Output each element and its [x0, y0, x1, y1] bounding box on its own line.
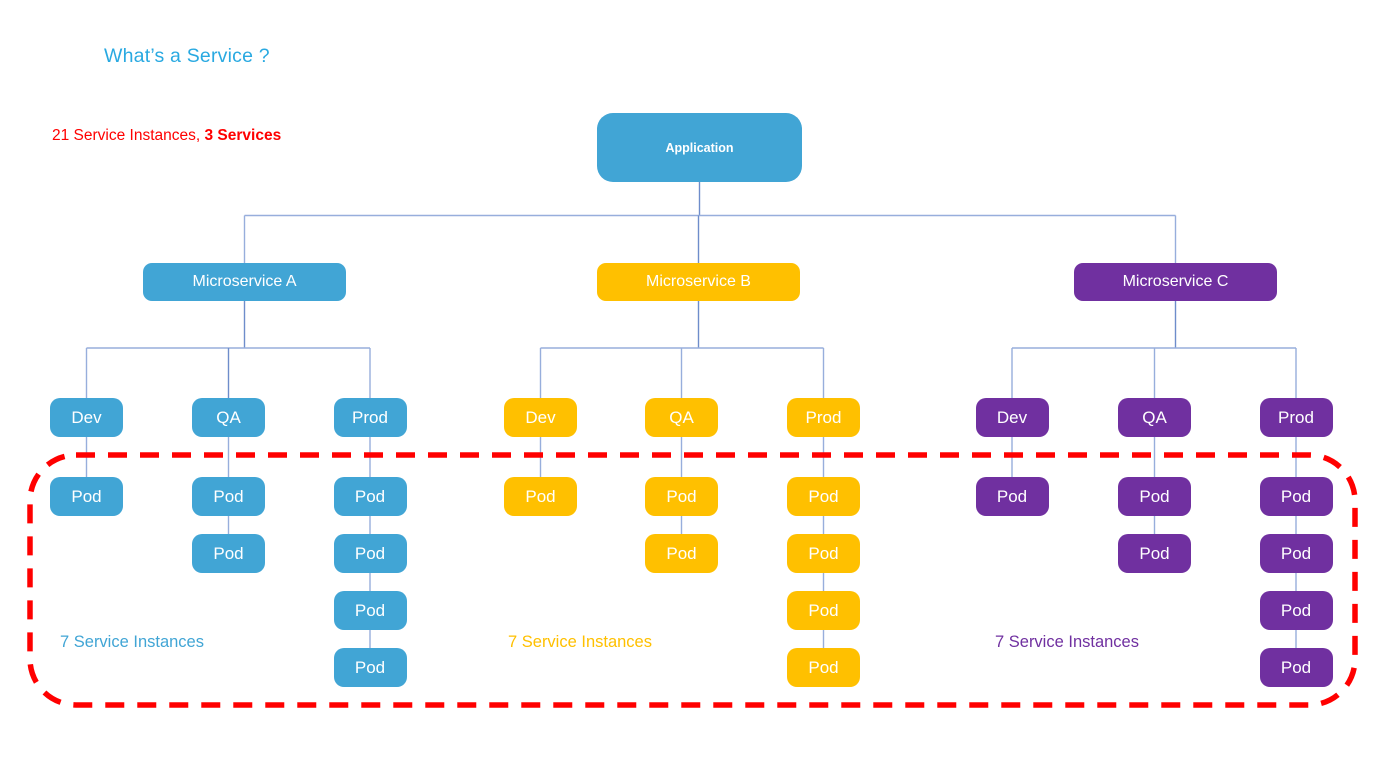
node-microservice-c-qa: QA: [1118, 398, 1191, 437]
node-microservice-a-qa-pod-1: Pod: [192, 477, 265, 516]
node-microservice-a-prod-pod-3: Pod: [333, 591, 407, 630]
node-application: Application: [597, 113, 802, 182]
node-microservice-b: Microservice B: [597, 263, 800, 301]
node-microservice-b-qa-pod-1: Pod: [645, 477, 718, 516]
summary-bold: 3 Services: [204, 127, 282, 144]
node-microservice-c: Microservice C: [1074, 263, 1277, 301]
node-microservice-c-prod-pod-1: Pod: [1259, 477, 1333, 516]
node-microservice-b-dev: Dev: [504, 398, 577, 437]
page-title: What’s a Service ?: [104, 45, 270, 67]
node-microservice-c-qa-pod-2: Pod: [1118, 534, 1191, 573]
node-microservice-a-dev: Dev: [50, 398, 123, 437]
node-microservice-b-prod-pod-2: Pod: [787, 534, 860, 573]
note-microservice-a: 7 Service Instances: [60, 633, 204, 651]
node-microservice-c-prod-pod-2: Pod: [1259, 534, 1333, 573]
node-microservice-a-qa: QA: [192, 398, 265, 437]
node-microservice-b-prod-pod-3: Pod: [787, 591, 860, 630]
node-microservice-b-qa: QA: [645, 398, 718, 437]
node-microservice-a-dev-pod-1: Pod: [50, 477, 123, 516]
node-microservice-c-qa-pod-1: Pod: [1118, 477, 1191, 516]
node-microservice-b-qa-pod-2: Pod: [645, 534, 718, 573]
node-microservice-c-dev: Dev: [975, 398, 1049, 437]
note-microservice-b: 7 Service Instances: [508, 633, 652, 651]
node-microservice-a-prod-pod-2: Pod: [333, 534, 407, 573]
service-boundary-outline: [27, 452, 1358, 708]
summary-text: 21 Service Instances, 3 Services: [52, 127, 281, 145]
node-microservice-b-prod-pod-4: Pod: [787, 648, 860, 687]
node-microservice-a-prod: Prod: [333, 398, 407, 437]
node-microservice-c-prod-pod-3: Pod: [1259, 591, 1333, 630]
node-microservice-a: Microservice A: [143, 263, 346, 301]
node-microservice-c-dev-pod-1: Pod: [975, 477, 1049, 516]
node-microservice-a-prod-pod-1: Pod: [333, 477, 407, 516]
note-microservice-c: 7 Service Instances: [995, 633, 1139, 651]
node-microservice-c-prod: Prod: [1259, 398, 1333, 437]
node-microservice-b-dev-pod-1: Pod: [504, 477, 577, 516]
node-microservice-c-prod-pod-4: Pod: [1259, 648, 1333, 687]
node-microservice-a-prod-pod-4: Pod: [333, 648, 407, 687]
summary-prefix: 21 Service Instances,: [52, 127, 205, 144]
node-microservice-b-prod: Prod: [787, 398, 860, 437]
node-microservice-a-qa-pod-2: Pod: [192, 534, 265, 573]
node-microservice-b-prod-pod-1: Pod: [787, 477, 860, 516]
